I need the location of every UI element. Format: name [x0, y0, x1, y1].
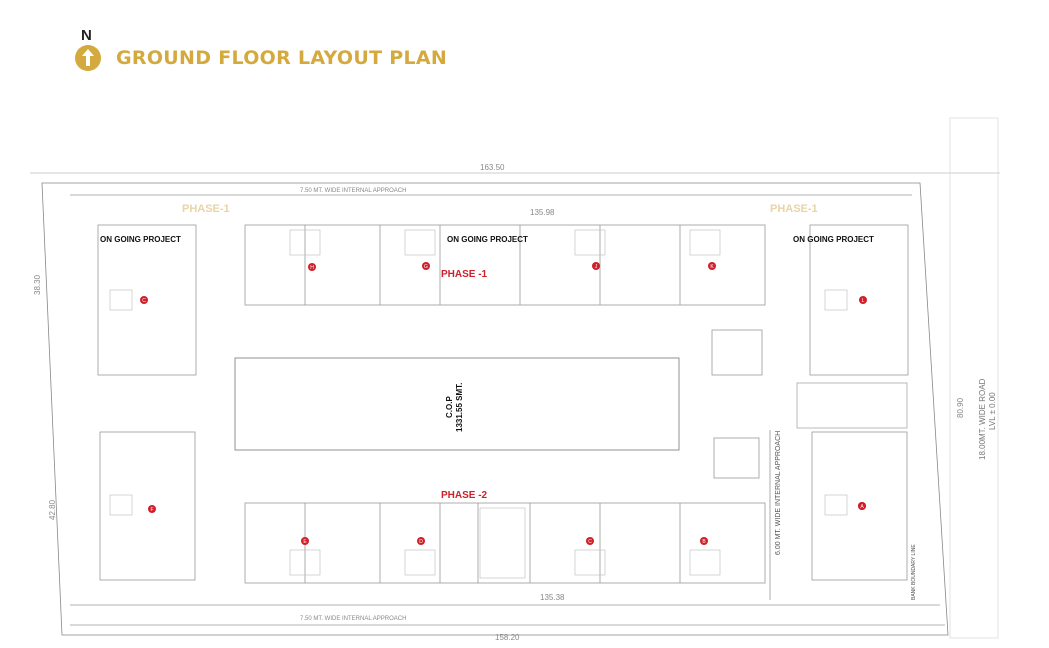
block-marker-letter: C	[142, 298, 146, 304]
block-marker	[708, 262, 716, 270]
block-marker	[700, 537, 708, 545]
block-marker	[586, 537, 594, 545]
block-marker-letter: H	[310, 265, 314, 271]
block-marker-letter: D	[419, 539, 423, 545]
phase-label-right: PHASE-1	[770, 203, 818, 215]
cop-label: C.O.P	[445, 396, 454, 418]
approach-top: 7.50 MT. WIDE INTERNAL APPROACH	[300, 188, 406, 194]
road-level: LVL ± 0.00	[988, 392, 997, 430]
dim-bottom: 158.20	[495, 633, 520, 642]
page-title: GROUND FLOOR LAYOUT PLAN	[116, 47, 448, 69]
dim-left-bottom: 42.80	[48, 499, 57, 520]
approach-bottom: 7.50 MT. WIDE INTERNAL APPROACH	[300, 616, 406, 622]
phase-1-label: PHASE -1	[441, 269, 488, 280]
ongoing-project-right: ON GOING PROJECT	[793, 235, 874, 244]
block-marker	[858, 502, 866, 510]
block-marker-letter: C	[588, 539, 592, 545]
block-marker-letter: A	[860, 504, 864, 510]
dim-bottom-inner: 135.38	[540, 593, 565, 602]
cop-area: 1331.55 SMT.	[455, 383, 464, 432]
ongoing-project-left: ON GOING PROJECT	[100, 235, 181, 244]
ongoing-project-center: ON GOING PROJECT	[447, 235, 528, 244]
road-name: 18.00MT. WIDE ROAD	[978, 378, 987, 460]
dim-top: 163.50	[480, 163, 505, 172]
approach-side: 6.00 MT. WIDE INTERNAL APPROACH	[775, 431, 782, 555]
block-marker-letter: K	[710, 264, 714, 270]
block-marker	[140, 296, 148, 304]
dim-right: 80.90	[956, 397, 965, 418]
block-marker-letter: G	[424, 264, 428, 270]
block-marker-letter: J	[595, 264, 598, 270]
block-marker	[308, 263, 316, 271]
block-marker	[148, 505, 156, 513]
dim-top-inner: 135.98	[530, 208, 555, 217]
block-markers: HGJKCLFEDACBA	[140, 262, 867, 545]
block-marker	[301, 537, 309, 545]
phase-label-left: PHASE-1	[182, 203, 230, 215]
north-arrow-icon	[75, 45, 101, 71]
phase-2-label: PHASE -2	[441, 490, 488, 501]
block-marker	[592, 262, 600, 270]
dim-left-top: 38.30	[33, 274, 42, 295]
block-marker-letter: B	[702, 539, 706, 545]
block-marker	[417, 537, 425, 545]
block-marker-letter: L	[862, 298, 865, 304]
block-marker	[859, 296, 867, 304]
bank-boundary-line: BANK BOUNDARY LINE	[911, 544, 917, 600]
block-marker-letter: F	[150, 507, 153, 513]
north-letter: N	[81, 27, 92, 44]
block-marker-letter: E	[303, 539, 307, 545]
block-marker	[422, 262, 430, 270]
